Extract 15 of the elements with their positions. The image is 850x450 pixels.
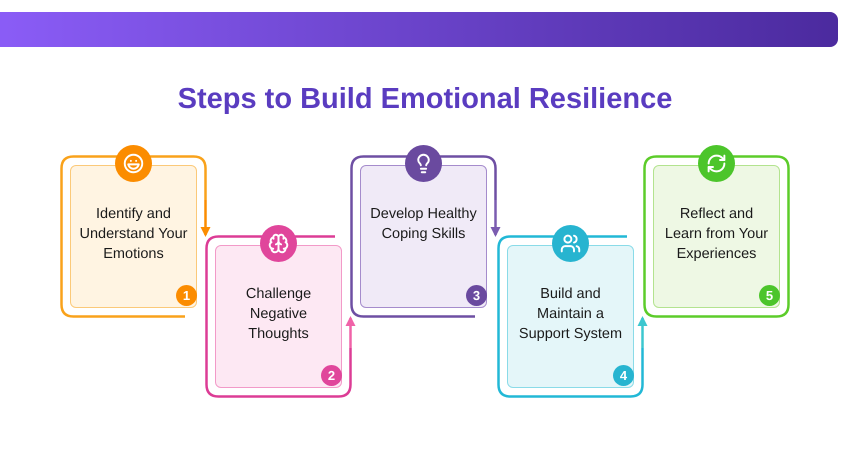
- step-text: Reflect and Learn from Your Experiences: [664, 205, 770, 264]
- step-number-badge: 2: [321, 365, 342, 386]
- step-number-badge: 1: [176, 285, 197, 306]
- step-text: Build and Maintain a Support System: [518, 285, 624, 344]
- step-text: Challenge Negative Thoughts: [244, 285, 312, 344]
- title: Steps to Build Emotional Resilience: [176, 82, 674, 117]
- step-text: Identify and Understand Your Emotions: [79, 205, 188, 264]
- arrow: [638, 316, 648, 348]
- step-number-badge: 3: [466, 285, 487, 306]
- arrow: [200, 200, 210, 237]
- arrow: [490, 200, 500, 237]
- step-text: Develop Healthy Coping Skills: [369, 205, 478, 244]
- arrow: [346, 316, 356, 348]
- step-number-badge: 5: [759, 285, 780, 306]
- step-number-badge: 4: [613, 365, 634, 386]
